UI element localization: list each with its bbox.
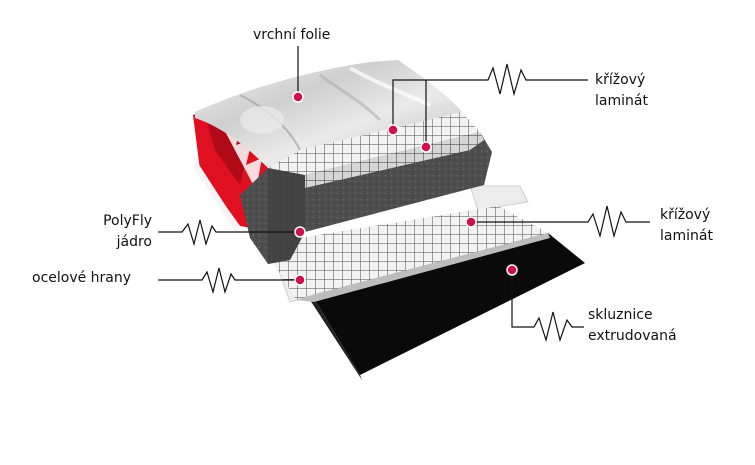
top-sheet-layer [195,60,462,168]
label-core: PolyFly jádro [103,213,152,250]
marker-core [294,226,306,238]
leader-cross-laminate-lower [471,205,650,239]
leader-base [511,270,584,343]
marker-cross-laminate-upper [387,124,399,136]
marker-cross-laminate-lower [465,216,477,228]
label-base: skluznice extrudovaná [588,307,677,344]
upper-laminate-layer [268,110,484,188]
markers [292,91,518,286]
leader-steel-edges [158,267,300,295]
label-cross-laminate-upper: křížový laminát [595,72,648,109]
marker-cross-laminate-upper-2 [420,141,432,153]
label-top-sheet: vrchní folie [253,27,331,43]
leader-cross-laminate-upper [392,63,588,130]
marker-base [506,264,518,276]
lower-laminate-layer [262,206,550,302]
label-steel-edges: ocelové hrany [32,270,132,286]
label-cross-laminate-lower: křížový laminát [660,207,713,244]
marker-top-sheet [292,91,304,103]
leader-core [158,219,300,247]
marker-steel-edges [294,274,306,286]
leader-lines [158,46,650,343]
